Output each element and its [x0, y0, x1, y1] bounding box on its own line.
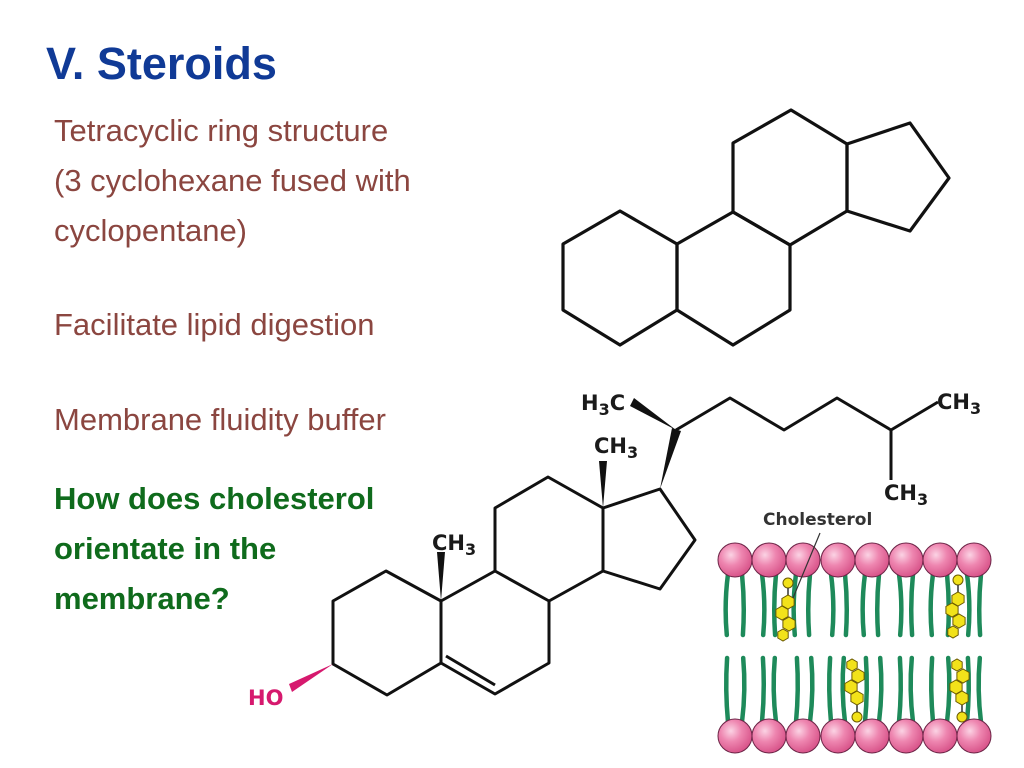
cholesterol-label: Cholesterol: [763, 510, 872, 530]
c20-methyl-label: H3C: [581, 391, 625, 419]
lipid-tail: [739, 571, 747, 638]
wedge-bonds: [437, 398, 681, 601]
bullet-line: Facilitate lipid digestion: [54, 307, 375, 342]
c20-wedge: [630, 398, 676, 430]
bullet-line: Tetracyclic ring structure: [54, 113, 389, 148]
chol-ring-d: [602, 487, 697, 591]
slide-title: V. Steroids: [46, 38, 277, 89]
question-line: membrane?: [54, 581, 230, 616]
membrane-diagram: Cholesterol: [717, 510, 992, 754]
lipid-tail: [896, 655, 904, 725]
bullet-fluidity: Membrane fluidity buffer: [54, 395, 386, 445]
steroid-skeleton: [561, 108, 951, 347]
phosphate-head: [922, 718, 958, 754]
lipid-tail: [908, 655, 916, 725]
lipid-tail: [842, 571, 850, 638]
phosphate-head: [854, 542, 890, 578]
cholesterol-pointer: [792, 532, 821, 599]
c10-wedge: [437, 552, 445, 601]
phosphate-heads: [717, 542, 992, 754]
lipid-tail: [874, 571, 882, 638]
lipid-tail: [826, 655, 834, 725]
phosphate-head: [751, 718, 787, 754]
hydroxyl-wedge: [289, 664, 333, 692]
lipid-tail: [723, 571, 731, 638]
lipid-tails: [723, 571, 984, 725]
lipid-tail: [928, 571, 936, 638]
phosphate-head: [717, 542, 753, 578]
chol-ring-a: [331, 569, 443, 697]
lipid-tail: [807, 655, 815, 725]
lipid-tail: [793, 655, 801, 725]
lipid-tail: [771, 655, 779, 725]
phosphate-head: [785, 542, 821, 578]
lipid-tail: [723, 655, 731, 725]
lipid-tail: [964, 655, 972, 725]
phosphate-head: [751, 542, 787, 578]
lipid-tail: [976, 571, 984, 638]
terminal-methyl-a-label: CH3: [937, 390, 981, 418]
phosphate-head: [854, 718, 890, 754]
bullet-structure: Tetracyclic ring structure (3 cyclohexan…: [54, 106, 411, 256]
phosphate-head: [888, 542, 924, 578]
ring-d: [845, 121, 951, 233]
bullet-line: cyclopentane): [54, 213, 248, 248]
side-chain: [675, 396, 939, 432]
phosphate-head: [956, 718, 992, 754]
lipid-tail: [771, 571, 779, 638]
bullet-digestion: Facilitate lipid digestion: [54, 300, 375, 350]
lipid-tail: [805, 571, 813, 638]
cholesterol-molecule: [775, 577, 796, 642]
phosphate-head: [956, 542, 992, 578]
lipid-tail: [759, 655, 767, 725]
cholesterol-molecule: [945, 574, 966, 639]
terminal-methyl-b-label: CH3: [884, 481, 928, 509]
lipid-tail: [944, 655, 952, 725]
question-line: orientate in the: [54, 531, 277, 566]
ring-c: [731, 108, 849, 247]
phosphate-head: [820, 542, 856, 578]
phosphate-head: [820, 718, 856, 754]
c17-wedge: [660, 428, 681, 489]
lipid-tail: [840, 655, 848, 725]
phosphate-head: [717, 718, 753, 754]
ring-b: [675, 210, 792, 347]
lipid-tail: [739, 655, 747, 725]
cholesterol-structure: [331, 396, 939, 697]
phosphate-head: [888, 718, 924, 754]
phosphate-head: [922, 542, 958, 578]
c13-methyl-label: CH3: [594, 434, 638, 462]
phosphate-head: [785, 718, 821, 754]
lipid-tail: [928, 655, 936, 725]
ring-a: [561, 209, 679, 347]
c10-methyl-label: CH3: [432, 531, 476, 559]
lipid-tail: [976, 655, 984, 725]
lipid-tail: [876, 655, 884, 725]
lipid-tail: [964, 571, 972, 638]
lipid-tail: [860, 571, 868, 638]
cholesterol-molecule: [949, 658, 970, 723]
question-text: How does cholesterol orientate in the me…: [54, 474, 374, 624]
lipid-tail: [759, 571, 767, 638]
cholesterol-molecule: [844, 658, 865, 723]
c13-wedge: [599, 461, 607, 508]
hydroxyl-label: HO: [248, 686, 283, 710]
question-line: How does cholesterol: [54, 481, 375, 516]
lipid-tail: [908, 571, 916, 638]
cholesterol-molecules: [775, 574, 970, 723]
lipid-tail: [828, 571, 836, 638]
bullet-line: Membrane fluidity buffer: [54, 402, 386, 437]
chol-ring-b: [440, 569, 551, 696]
lipid-tail: [896, 571, 904, 638]
bullet-line: (3 cyclohexane fused with: [54, 163, 411, 198]
double-bond: [445, 654, 496, 687]
lipid-tail: [862, 655, 870, 725]
chol-ring-c: [493, 475, 605, 603]
